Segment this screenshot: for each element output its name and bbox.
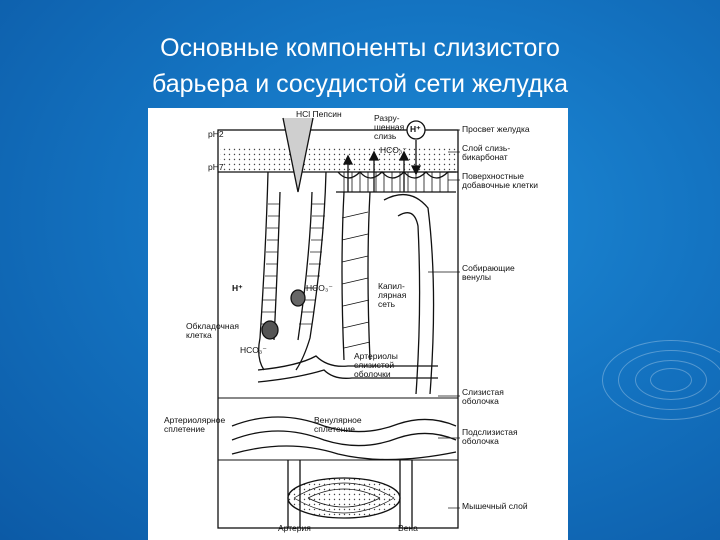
slide-title-line-1: Основные компоненты слизистого: [160, 34, 560, 62]
label-surface-cells-2: добавочные клетки: [462, 180, 538, 190]
label-submucosa-2: оболочка: [462, 436, 499, 446]
label-leaders: [428, 129, 460, 509]
label-arterioles-1: Артериолы: [354, 351, 398, 361]
slide-title: Основные компоненты слизистого барьера и…: [60, 30, 660, 102]
label-ph2: pH2: [208, 129, 224, 139]
capillary-network: [341, 191, 371, 361]
label-destroyed-mucus-2: шенная: [374, 122, 405, 132]
label-mucosa-2: оболочка: [462, 396, 499, 406]
label-destroyed-mucus-1: Разру-: [374, 113, 400, 123]
mucosal-arterioles: [257, 355, 438, 371]
label-parietal-1: Обкладочная: [186, 321, 239, 331]
gland-cells: [261, 203, 325, 325]
label-arterioles-3: оболочки: [354, 369, 391, 379]
label-arteriolar-plexus-1: Артериолярное: [164, 415, 226, 425]
h-plus-marker: [406, 120, 426, 140]
arteriolar-plexus: [231, 416, 457, 433]
label-hco3-top: HCO₃⁻: [380, 145, 407, 155]
label-capillary-1: Капил-: [378, 281, 405, 291]
muscle-layer-bundle: [287, 477, 401, 519]
label-hcl-pepsin: HCl Пепсин: [296, 109, 342, 119]
tissue-frame: [217, 129, 459, 529]
ripple-decoration-4: [602, 340, 720, 420]
capillary-rungs: [341, 211, 371, 349]
gastric-gland-right: [295, 171, 327, 371]
label-vein: Вена: [398, 523, 418, 533]
label-stomach-lumen: Просвет желудка: [462, 124, 530, 134]
label-parietal-2: клетка: [186, 330, 212, 340]
slide-title-line-2: барьера и сосудистой сети желудка: [151, 70, 568, 98]
mucus-layer: [220, 146, 456, 172]
label-muscle-layer: Мышечный слой: [462, 501, 528, 511]
label-capillary-3: сеть: [378, 299, 396, 309]
surface-cells: [343, 172, 449, 192]
muscle-fibers: [293, 482, 395, 514]
label-h-plus-top: H⁺: [410, 124, 421, 134]
label-venular-plexus-2: сплетение: [314, 424, 355, 434]
label-hco3-mid: HCO₃⁻: [306, 283, 333, 293]
label-arteriolar-plexus-2: сплетение: [164, 424, 205, 434]
diagram-drawing: [217, 117, 460, 529]
label-surface-cells-1: Поверхностные: [462, 171, 524, 181]
venular-plexus: [231, 445, 457, 461]
label-mucus-layer-2: бикарбонат: [462, 152, 508, 162]
label-artery: Артерия: [278, 523, 311, 533]
label-h-plus-left: H⁺: [232, 283, 243, 293]
surface-epithelium: [337, 171, 456, 179]
parietal-cell-2: [290, 289, 306, 307]
acid-cone: [282, 117, 314, 193]
label-ph7: pH7: [208, 162, 224, 172]
collecting-venule: [383, 193, 435, 395]
diagram-figure: HCl Пепсин Разру- шенная слизь H⁺ Просве…: [148, 108, 568, 540]
label-collecting-venules-1: Собирающие: [462, 263, 515, 273]
label-collecting-venules-2: венулы: [462, 272, 491, 282]
parietal-cell: [261, 320, 279, 340]
bicarbonate-arrows: [342, 150, 410, 192]
label-destroyed-mucus-3: слизь: [374, 131, 397, 141]
label-mucus-layer-1: Слой слизь-: [462, 143, 511, 153]
label-hco3-bottom: HCO₃⁻: [240, 345, 267, 355]
label-capillary-2: лярная: [378, 290, 407, 300]
vein-vessel: [399, 460, 413, 528]
label-arterioles-2: слизистой: [354, 360, 395, 370]
label-submucosa-1: Подслизистая: [462, 427, 518, 437]
gastric-gland-left: [258, 171, 269, 371]
label-venular-plexus-1: Венулярное: [314, 415, 362, 425]
label-mucosa-1: Слизистая: [462, 387, 504, 397]
